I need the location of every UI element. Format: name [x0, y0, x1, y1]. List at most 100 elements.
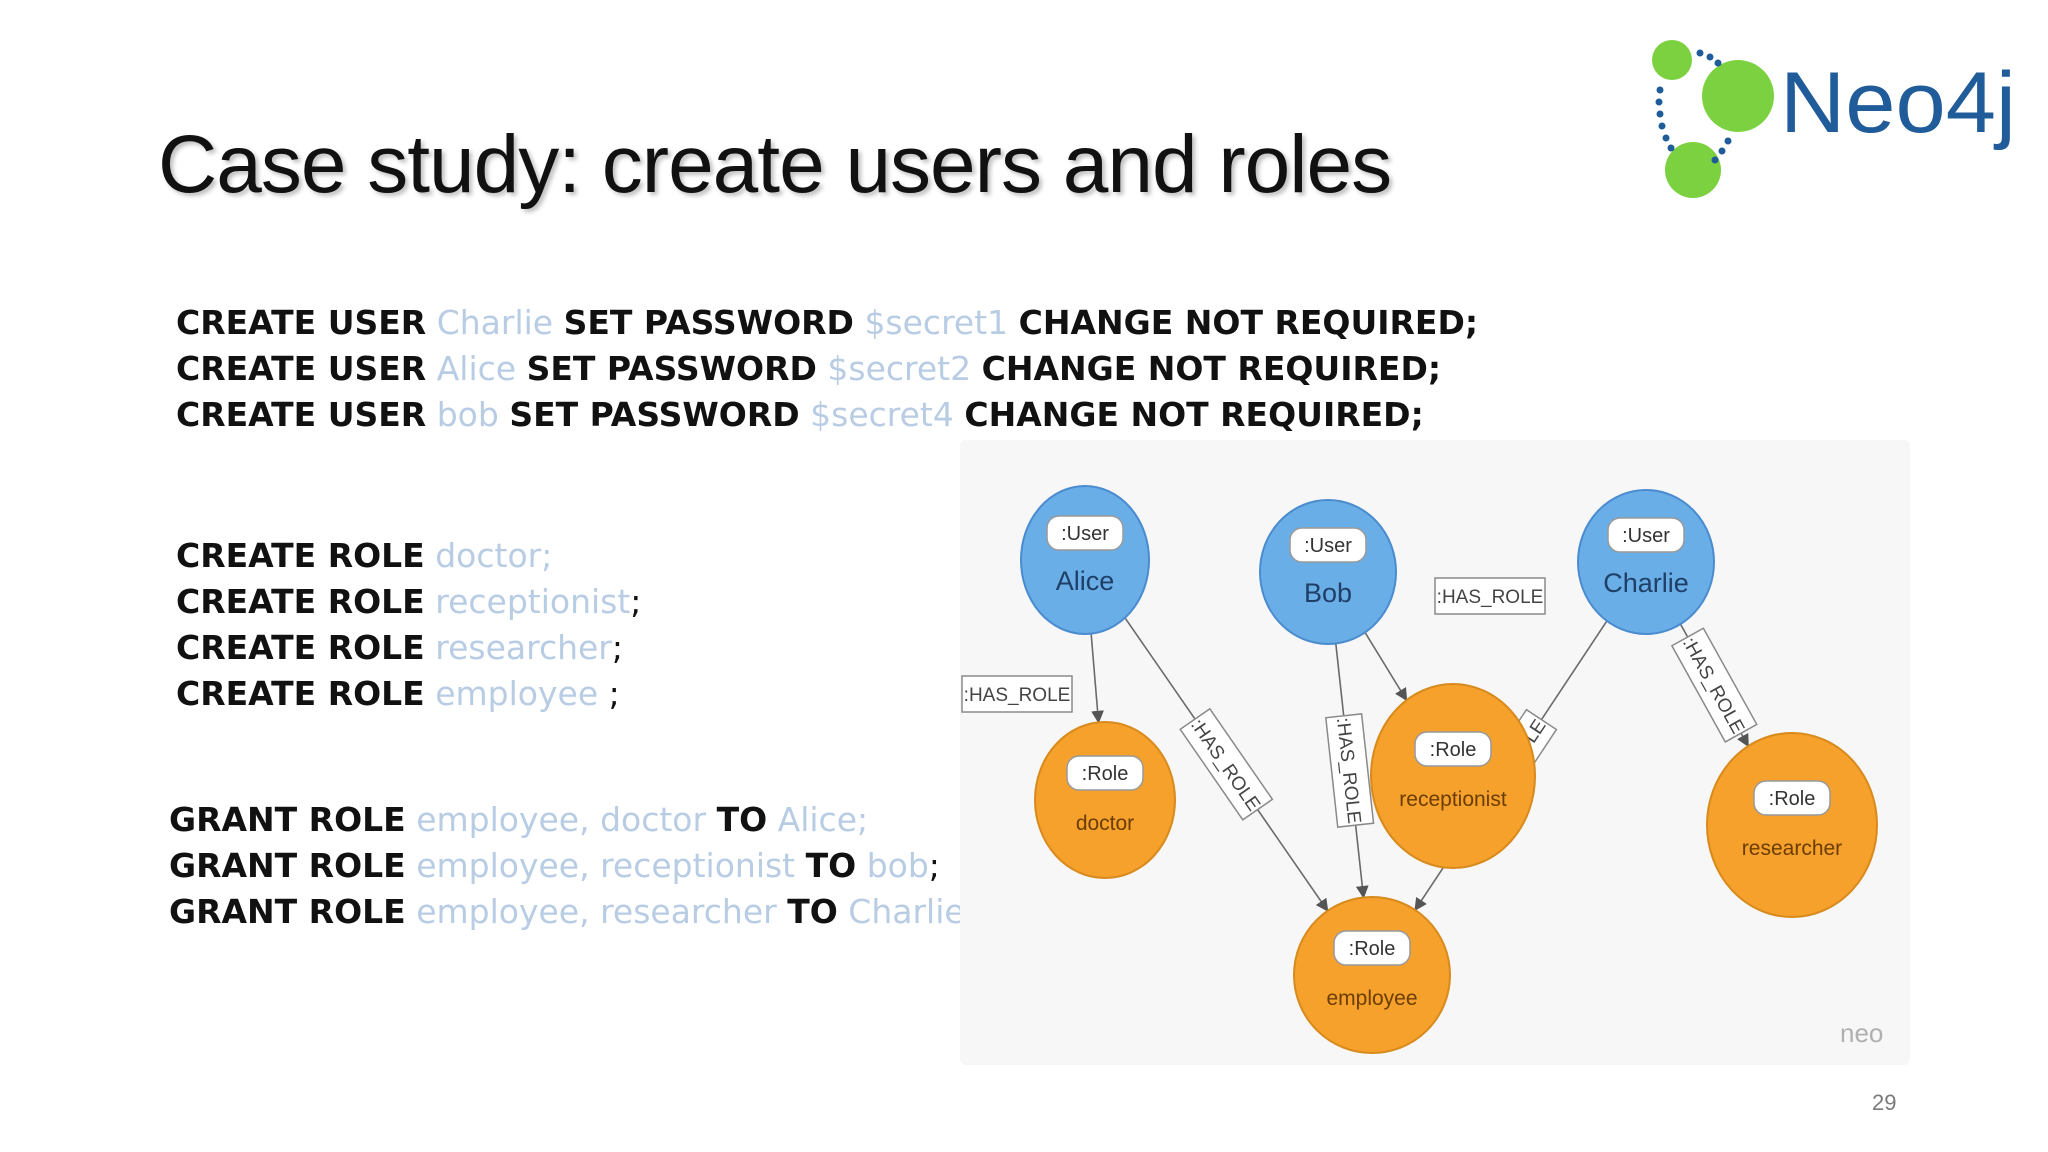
- code-punctuation: [425, 582, 436, 621]
- code-keyword: CREATE USER: [176, 395, 427, 434]
- code-punctuation: [499, 395, 510, 434]
- code-punctuation: [854, 303, 865, 342]
- logo-wordmark: Neo4j: [1780, 55, 2016, 151]
- code-line: GRANT ROLE employee, receptionist TO bob…: [169, 843, 976, 889]
- code-punctuation: ;: [630, 582, 642, 621]
- code-line: CREATE USER Charlie SET PASSWORD $secret…: [176, 300, 1478, 346]
- code-identifier: bob: [866, 846, 929, 885]
- create-roles-code: CREATE ROLE doctor;CREATE ROLE reception…: [176, 533, 641, 717]
- code-keyword: CREATE ROLE: [176, 582, 425, 621]
- role-type-label: :Role: [1769, 788, 1816, 810]
- code-keyword: CREATE ROLE: [176, 674, 425, 713]
- code-punctuation: [838, 892, 849, 931]
- code-punctuation: [795, 846, 806, 885]
- logo-green-dot-top: [1652, 40, 1692, 80]
- code-punctuation: [767, 800, 778, 839]
- logo-graph-icon: [1652, 40, 1774, 198]
- edge-alice-doctor: [1090, 633, 1104, 724]
- code-keyword: SET PASSWORD: [509, 395, 800, 434]
- code-line: CREATE USER bob SET PASSWORD $secret4 CH…: [176, 392, 1478, 438]
- code-identifier: employee: [435, 674, 599, 713]
- user-name-label: Alice: [1056, 566, 1115, 596]
- code-punctuation: [425, 536, 436, 575]
- code-line: CREATE ROLE doctor;: [176, 533, 641, 579]
- code-keyword: CREATE ROLE: [176, 536, 425, 575]
- code-identifier: Charlie: [848, 892, 965, 931]
- code-keyword: TO: [787, 892, 838, 931]
- role-name-label: receptionist: [1399, 788, 1507, 811]
- code-punctuation: [817, 349, 828, 388]
- logo-blue-dots: [1655, 49, 1732, 164]
- edge-label-text: :HAS_ROLE: [1437, 587, 1544, 608]
- code-identifier: Alice;: [777, 800, 869, 839]
- code-identifier: Charlie: [436, 303, 554, 342]
- code-keyword: CHANGE NOT REQUIRED;: [964, 395, 1424, 434]
- role-name-label: researcher: [1742, 837, 1842, 860]
- code-identifier: $secret1: [864, 303, 1009, 342]
- users-roles-graph: :HAS_ROLE:HAS_ROLE:HAS_ROLE:HAS_ROLE:HAS…: [960, 440, 1910, 1065]
- code-line: CREATE ROLE receptionist;: [176, 579, 641, 625]
- code-punctuation: [553, 303, 564, 342]
- user-name-label: Bob: [1304, 578, 1352, 608]
- code-identifier: bob: [436, 395, 499, 434]
- role-name-label: doctor: [1076, 812, 1134, 835]
- code-punctuation: [426, 395, 437, 434]
- code-keyword: SET PASSWORD: [563, 303, 854, 342]
- user-type-label: :User: [1622, 525, 1670, 547]
- role-type-label: :Role: [1349, 938, 1396, 960]
- code-punctuation: [856, 846, 867, 885]
- logo-green-dot-bottom: [1665, 142, 1721, 198]
- edge-label-bob-employee: :HAS_ROLE: [1324, 713, 1375, 828]
- code-punctuation: [971, 349, 982, 388]
- code-punctuation: ;: [611, 628, 623, 667]
- role-node-employee: :Role employee: [1293, 896, 1451, 1054]
- slide-title: Case study: create users and roles: [158, 119, 1392, 210]
- code-identifier: employee, doctor: [416, 800, 707, 839]
- role-type-label: :Role: [1082, 763, 1129, 785]
- code-identifier: employee, receptionist: [416, 846, 796, 885]
- code-punctuation: [706, 800, 717, 839]
- role-name-label: employee: [1326, 987, 1417, 1010]
- code-keyword: GRANT ROLE: [169, 846, 406, 885]
- code-punctuation: [425, 674, 436, 713]
- logo-green-dot-center: [1702, 60, 1774, 132]
- code-identifier: $secret2: [827, 349, 972, 388]
- code-line: CREATE ROLE researcher;: [176, 625, 641, 671]
- user-type-label: :User: [1304, 535, 1352, 557]
- code-identifier: employee, researcher: [416, 892, 777, 931]
- code-punctuation: ;: [928, 846, 940, 885]
- edge-label-alice-doctor: :HAS_ROLE: [961, 675, 1073, 713]
- code-keyword: CHANGE NOT REQUIRED;: [1018, 303, 1479, 342]
- user-type-label: :User: [1061, 523, 1109, 545]
- code-keyword: CREATE ROLE: [176, 628, 425, 667]
- code-punctuation: [777, 892, 788, 931]
- code-keyword: SET PASSWORD: [526, 349, 817, 388]
- code-punctuation: [406, 892, 417, 931]
- code-identifier: Alice: [436, 349, 517, 388]
- role-node-researcher: :Role researcher: [1706, 732, 1878, 918]
- code-identifier: $secret4: [810, 395, 954, 434]
- code-identifier: researcher: [435, 628, 612, 667]
- grant-roles-code: GRANT ROLE employee, doctor TO Alice; GRA…: [169, 797, 976, 935]
- code-punctuation: [954, 395, 965, 434]
- code-punctuation: [426, 349, 437, 388]
- edge-bob-receptionist: [1364, 631, 1408, 702]
- code-identifier: doctor;: [435, 536, 553, 575]
- code-line: GRANT ROLE employee, researcher TO Charl…: [169, 889, 976, 935]
- code-punctuation: ;: [598, 674, 620, 713]
- code-identifier: receptionist: [435, 582, 631, 621]
- code-keyword: CREATE USER: [176, 303, 427, 342]
- code-punctuation: [516, 349, 527, 388]
- role-node-doctor: :Role doctor: [1034, 721, 1176, 879]
- code-keyword: CREATE USER: [176, 349, 427, 388]
- code-keyword: TO: [805, 846, 857, 885]
- code-punctuation: [1008, 303, 1019, 342]
- create-users-code: CREATE USER Charlie SET PASSWORD $secret…: [176, 300, 1478, 438]
- code-keyword: CHANGE NOT REQUIRED;: [981, 349, 1442, 388]
- edge-label-text: :HAS_ROLE: [964, 685, 1071, 706]
- code-punctuation: [800, 395, 811, 434]
- code-line: CREATE ROLE employee ;: [176, 671, 641, 717]
